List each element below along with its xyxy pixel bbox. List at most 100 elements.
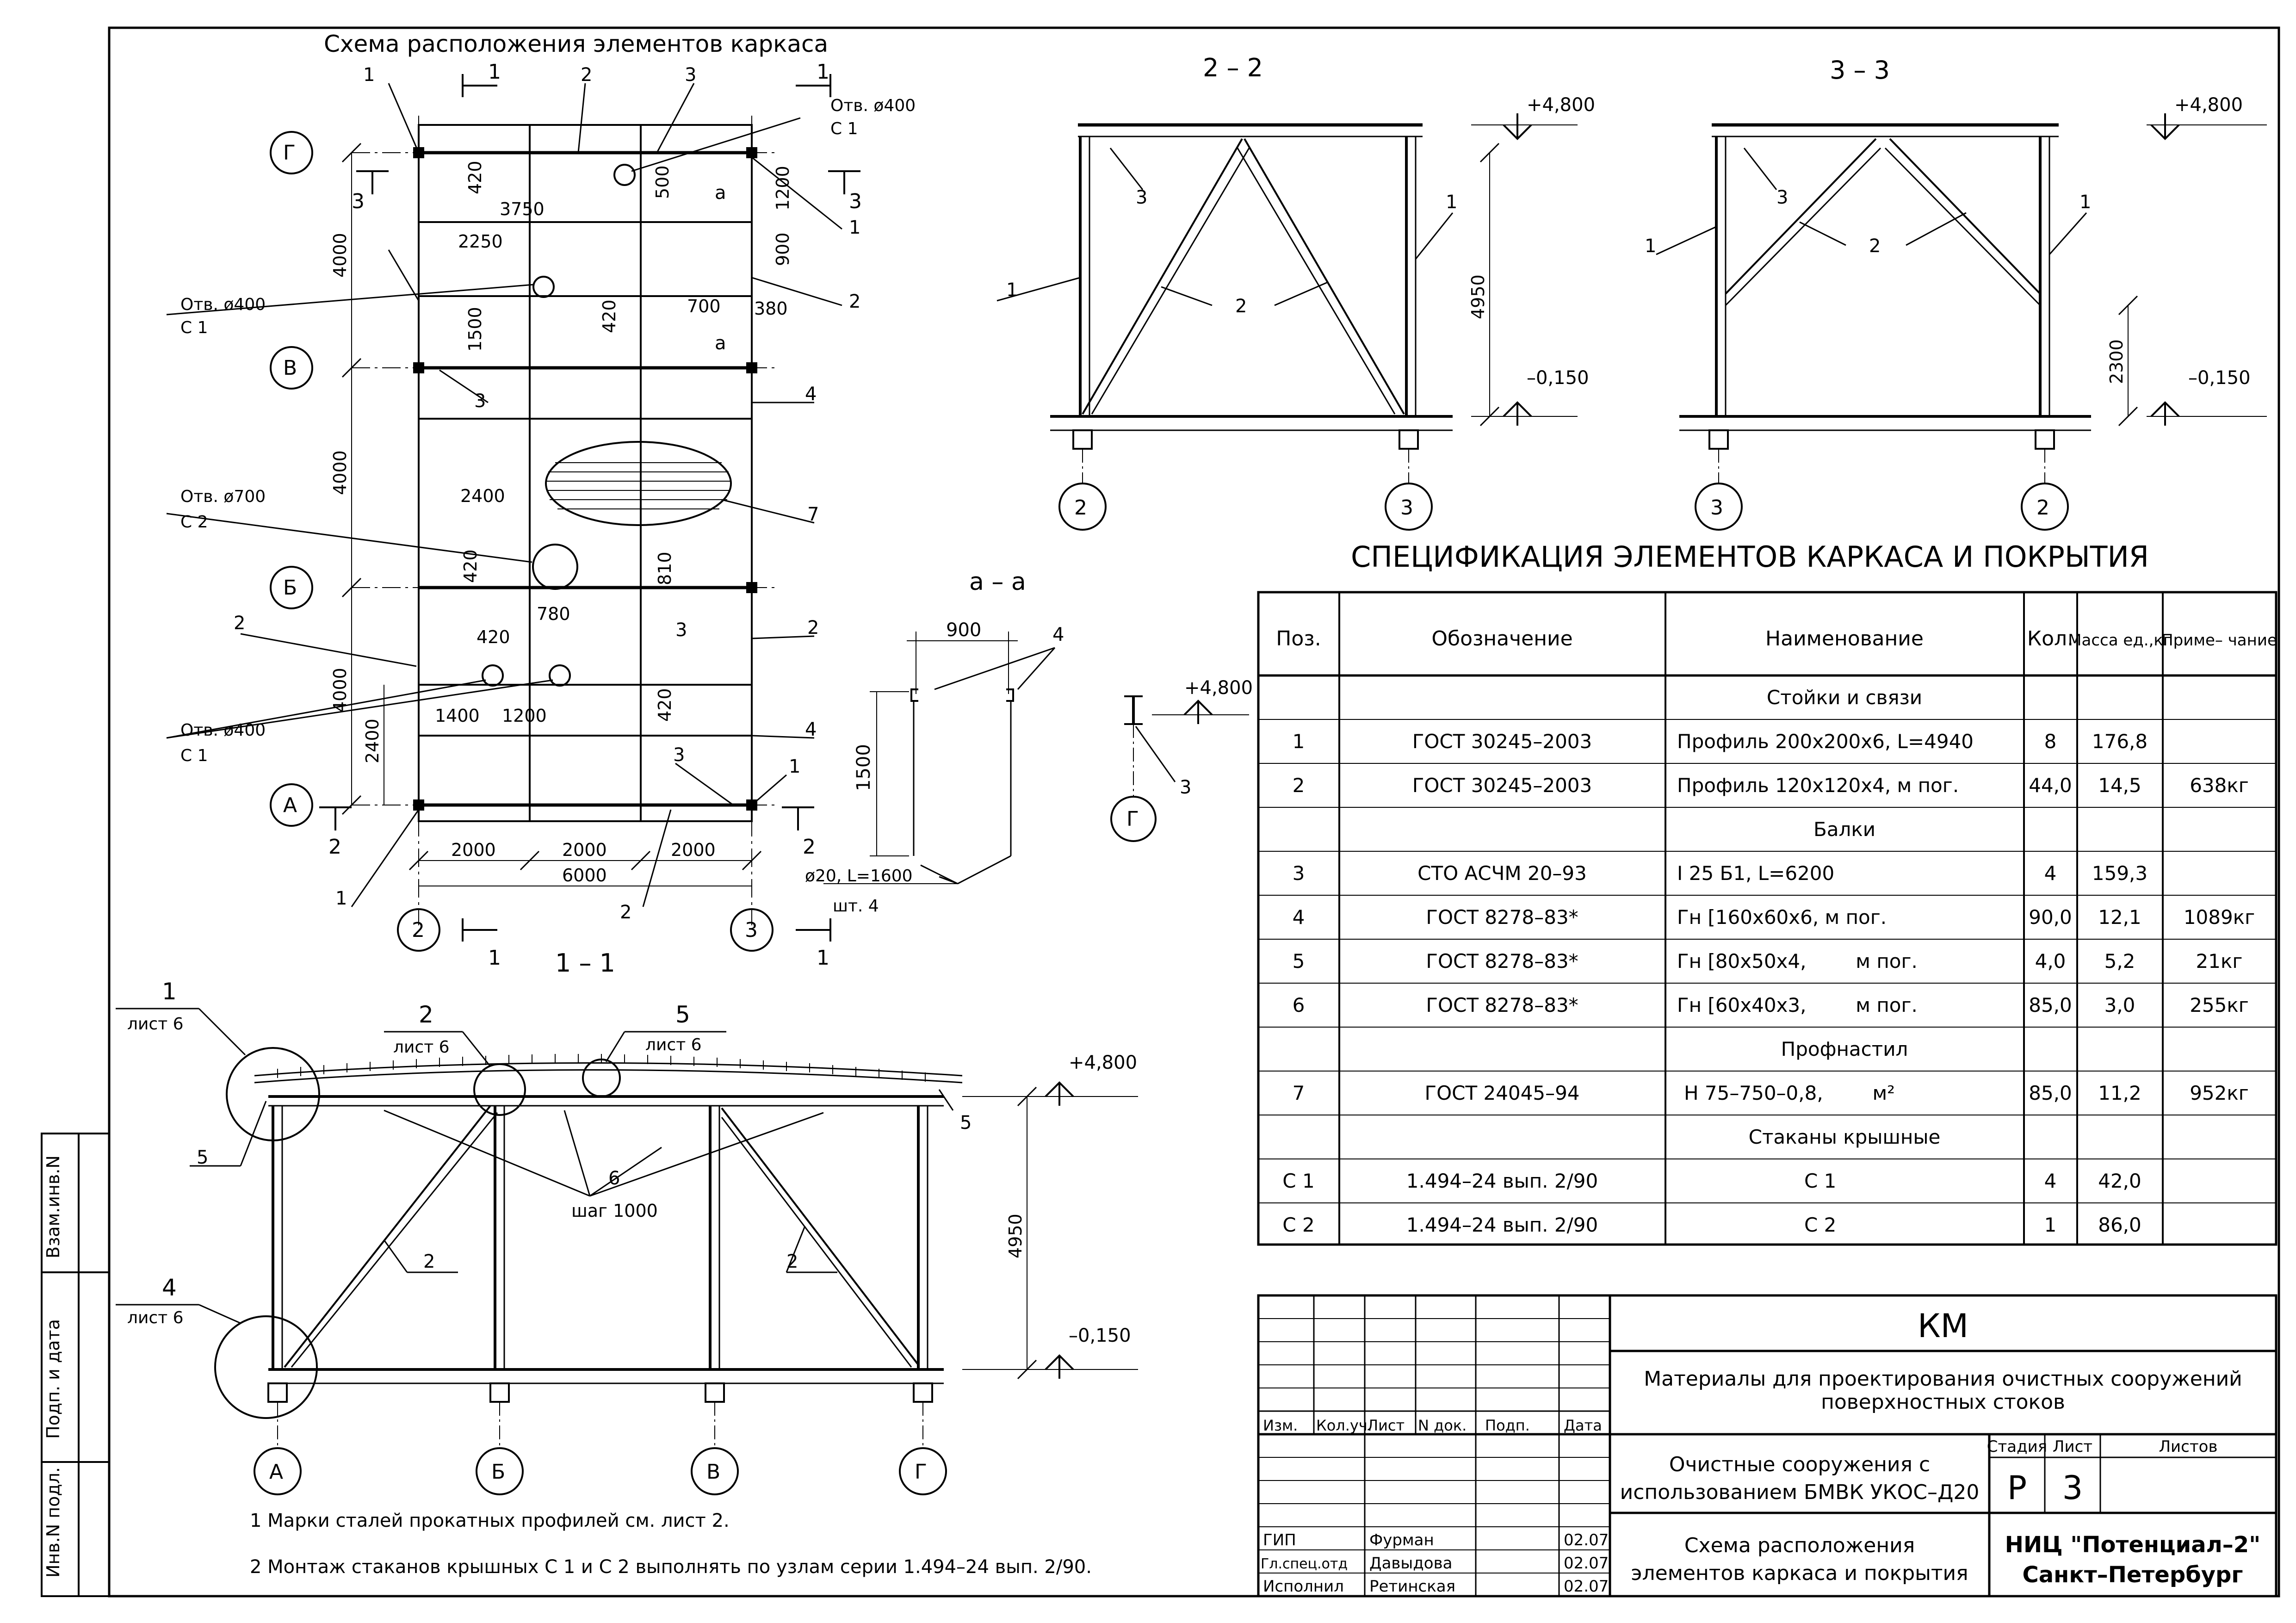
- section-2-2-callout-1b: 1: [1446, 192, 1457, 213]
- detail-a-a-title: а – а: [969, 568, 1026, 596]
- cut-mark-1b: 1: [817, 60, 829, 84]
- section-2-2-labels: 2 – 2 +4,800 –0,150 4950 2 3 3 1 1 2: [1006, 53, 1595, 520]
- spec-row-c1-mass: 42,0: [2098, 1170, 2141, 1192]
- spec-row-c1-name: С 1: [1804, 1170, 1836, 1192]
- section-1-1-axis-a: А: [269, 1460, 283, 1484]
- opening-4-sub: С 1: [180, 746, 208, 765]
- stamp-person-2-date: 02.07: [1564, 1554, 1609, 1573]
- stamp-sheet: 3: [2062, 1469, 2083, 1507]
- detail-qty: шт. 4: [833, 897, 879, 916]
- plan-callout-2a: 2: [581, 64, 592, 86]
- side-stamp: [41, 1133, 110, 1597]
- axis-a-plan: А: [283, 793, 297, 817]
- node-ref-1-sheet: лист 6: [127, 1015, 184, 1034]
- stamp-person-2-name: Давыдова: [1369, 1554, 1452, 1573]
- spec-head-mass: Масса ед.,кг: [2068, 631, 2172, 650]
- node-ref-1-num: 1: [162, 978, 177, 1005]
- section-2-2: [996, 113, 1578, 531]
- spec-row-4-pos: 4: [1293, 906, 1305, 929]
- stamp-col-podp: Подп.: [1485, 1417, 1530, 1434]
- detail-callout-3: 3: [1180, 777, 1191, 798]
- section-1-1-elev-top: +4,800: [1069, 1052, 1137, 1073]
- dim-inner-1500: 1500: [465, 307, 485, 352]
- spec-row-5-mass: 5,2: [2104, 950, 2135, 973]
- spec-row-7-note: 952кг: [2190, 1082, 2249, 1104]
- spec-row-6-qty: 85,0: [2029, 994, 2072, 1016]
- spec-row-6-name: Гн [60х40х3, м пог.: [1677, 994, 1918, 1016]
- spec-row-4-qty: 90,0: [2029, 906, 2072, 929]
- spec-row-1-qty: 8: [2044, 730, 2057, 753]
- spec-row-c1-qty: 4: [2044, 1170, 2057, 1192]
- section-2-2-callout-1a: 1: [1006, 279, 1018, 301]
- cut-mark-1c: 1: [488, 946, 501, 970]
- plan-view: Схема расположения элементов каркаса: [166, 31, 860, 952]
- spec-row-5-note: 21кг: [2196, 950, 2243, 973]
- spec-row-c1-pos: С 1: [1282, 1170, 1314, 1192]
- plan-callout-1b: 1: [849, 217, 860, 238]
- spec-row-7-doc: ГОСТ 24045–94: [1424, 1082, 1579, 1104]
- section-2-2-title: 2 – 2: [1203, 53, 1263, 82]
- spec-row-c2-qty: 1: [2044, 1214, 2057, 1236]
- section-3-3-callout-2: 2: [1869, 235, 1881, 257]
- opening-4-label: Отв. ø400: [180, 721, 266, 740]
- spec-table: [1257, 591, 2277, 1246]
- stamp-org-l1: НИЦ "Потенциал–2": [2005, 1532, 2260, 1558]
- plan-callout-4a: 4: [805, 384, 817, 405]
- spec-row-2-pos: 2: [1293, 774, 1305, 797]
- spec-row-6-note: 255кг: [2190, 994, 2249, 1016]
- detail-elev: +4,800: [1184, 677, 1253, 699]
- spec-rows: Стойки и связи 1 ГОСТ 30245–2003 Профиль…: [1282, 686, 2255, 1236]
- stamp-person-3-role: Исполнил: [1263, 1577, 1344, 1596]
- spec-row-3-qty: 4: [2044, 862, 2057, 885]
- dim-inner-420e: 420: [655, 688, 675, 722]
- stamp-project-l1: Материалы для проектирования очистных со…: [1644, 1367, 2242, 1391]
- dim-inner-380: 380: [754, 298, 788, 319]
- side-stamp-vzam: Взам.инв.N: [43, 1155, 63, 1258]
- axis-v-plan: В: [283, 356, 297, 380]
- cut-mark-1a: 1: [488, 60, 501, 84]
- spec-row-6-mass: 3,0: [2104, 994, 2135, 1016]
- spec-row-1-pos: 1: [1293, 730, 1305, 753]
- stamp-person-2-role: Гл.спец.отд: [1261, 1556, 1348, 1572]
- stamp-person-1-name: Фурман: [1369, 1531, 1434, 1549]
- plan-title: Схема расположения элементов каркаса: [324, 31, 828, 57]
- section-1-1-dim: 4950: [1005, 1214, 1026, 1258]
- node-ref-4-num: 4: [162, 1274, 177, 1301]
- stamp-sheets-head: Листов: [2159, 1437, 2217, 1456]
- section-3-3: [1656, 113, 2267, 531]
- dim-4000-2: 4000: [330, 450, 350, 495]
- spec-head-name: Наименование: [1765, 627, 1924, 650]
- detail-a-a-labels: а – а 900 1500 4 ø20, L=1600 шт. 4 +4,80…: [805, 568, 1253, 916]
- plan-callout-2c: 2: [807, 617, 819, 638]
- dim-2400: 2400: [362, 719, 383, 763]
- section-2-2-callout-2: 2: [1235, 296, 1247, 317]
- section-3-3-axis-3: 3: [1710, 496, 1723, 520]
- axis-2-plan: 2: [412, 918, 425, 942]
- spec-row-5-doc: ГОСТ 8278–83*: [1426, 950, 1578, 973]
- cut-mark-2a: 2: [328, 835, 341, 859]
- dim-inner-420d: 420: [477, 627, 510, 647]
- section-2-2-axis-3: 3: [1400, 496, 1413, 520]
- opening-2-sub: С 1: [180, 318, 208, 337]
- spec-row-5-qty: 4,0: [2035, 950, 2066, 973]
- dim-inner-1200a: 1200: [773, 166, 793, 211]
- spec-row-2-qty: 44,0: [2029, 774, 2072, 797]
- plan-labels: Г В Б А 2 3 1 1 3 3 2 2 1 1: [283, 60, 862, 970]
- detail-callout-4: 4: [1052, 624, 1064, 645]
- cut-mark-3b: 3: [849, 190, 862, 213]
- section-1-1-elev-bot: –0,150: [1069, 1325, 1131, 1346]
- stamp-col-ndok: N док.: [1418, 1417, 1467, 1434]
- plan-callout-2b: 2: [849, 291, 860, 312]
- dim-inner-2400: 2400: [460, 486, 505, 506]
- spec-row-5-name: Гн [80х50х4, м пог.: [1677, 950, 1918, 973]
- section-3-3-elev-top: +4,800: [2174, 94, 2243, 116]
- spec-row-7-mass: 11,2: [2098, 1082, 2141, 1104]
- spec-section-2: Балки: [1813, 818, 1875, 841]
- section-mark-a2: а: [715, 333, 726, 354]
- section-2-2-elev-top: +4,800: [1527, 94, 1595, 116]
- node-ref-2-num: 2: [419, 1001, 433, 1028]
- section-1-1-title: 1 – 1: [555, 948, 615, 978]
- spec-row-4-doc: ГОСТ 8278–83*: [1426, 906, 1578, 929]
- stamp-title-l2: элементов каркаса и покрытия: [1631, 1561, 1968, 1585]
- plan-callout-3d: 3: [673, 744, 685, 766]
